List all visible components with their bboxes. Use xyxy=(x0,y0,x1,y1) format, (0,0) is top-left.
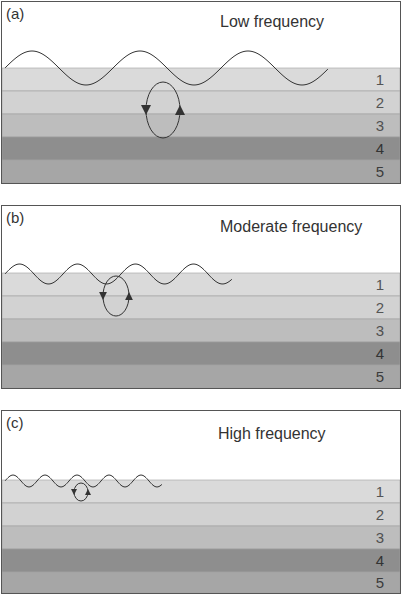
layer-number: 3 xyxy=(376,118,384,133)
layer-number: 5 xyxy=(376,164,384,179)
orbit-arrowhead xyxy=(99,292,107,300)
layer-number: 1 xyxy=(376,72,384,87)
panel-illustration xyxy=(2,475,400,593)
layer-band: 4 xyxy=(2,137,400,160)
layer-fill xyxy=(2,319,400,342)
particle-orbit xyxy=(74,483,88,501)
panel-title: High frequency xyxy=(218,425,326,443)
layer-number: 5 xyxy=(376,369,384,384)
layer-band: 1 xyxy=(2,273,400,296)
surface-wave xyxy=(5,264,232,284)
particle-orbit xyxy=(103,276,129,316)
layer-band: 4 xyxy=(2,549,400,572)
layer-fill xyxy=(2,526,400,549)
panel-letter: (b) xyxy=(6,209,24,226)
panel-letter: (a) xyxy=(6,5,24,22)
layer-number: 3 xyxy=(376,530,384,545)
layer-number: 1 xyxy=(376,277,384,292)
orbit-arrowhead xyxy=(85,489,91,495)
layer-number: 2 xyxy=(376,507,384,522)
orbit-arrowhead xyxy=(175,105,185,115)
layer-band: 5 xyxy=(2,160,400,183)
layer-fill xyxy=(2,480,400,503)
layer-fill xyxy=(2,342,400,365)
layer-fill xyxy=(2,137,400,160)
layer-fill xyxy=(2,503,400,526)
layer-number: 2 xyxy=(376,300,384,315)
layer-band: 2 xyxy=(2,91,400,114)
layer-number: 4 xyxy=(376,346,384,361)
layer-band: 2 xyxy=(2,503,400,526)
panel-title: Moderate frequency xyxy=(220,218,362,236)
panel-illustration xyxy=(2,51,400,183)
layer-band: 3 xyxy=(2,526,400,549)
layer-fill xyxy=(2,273,400,296)
panel-illustration xyxy=(2,264,400,388)
layer-band: 1 xyxy=(2,480,400,503)
layer-band: 3 xyxy=(2,114,400,137)
layer-band: 3 xyxy=(2,319,400,342)
layer-number: 4 xyxy=(376,553,384,568)
layer-number: 3 xyxy=(376,323,384,338)
layer-fill xyxy=(2,91,400,114)
layer-fill xyxy=(2,572,400,593)
figure-panel: (c) High frequency 1 2 3 4 5 xyxy=(1,410,401,594)
figure-panel: (a) Low frequency 1 2 3 4 5 xyxy=(1,1,401,184)
layer-fill xyxy=(2,365,400,388)
layer-band: 4 xyxy=(2,342,400,365)
panel-title: Low frequency xyxy=(220,13,324,31)
panel-letter: (c) xyxy=(6,414,24,431)
orbit-arrowhead xyxy=(125,292,133,300)
orbit-arrowhead xyxy=(71,489,77,495)
layer-number: 5 xyxy=(376,575,384,590)
layer-fill xyxy=(2,68,400,91)
layer-band: 5 xyxy=(2,572,400,593)
layer-fill xyxy=(2,296,400,319)
layer-number: 2 xyxy=(376,95,384,110)
layer-band: 2 xyxy=(2,296,400,319)
layer-fill xyxy=(2,549,400,572)
layer-fill xyxy=(2,160,400,183)
layer-fill xyxy=(2,114,400,137)
surface-wave xyxy=(5,475,162,487)
layer-number: 4 xyxy=(376,141,384,156)
particle-orbit xyxy=(146,82,180,138)
figure-panel: (b) Moderate frequency 1 2 3 4 5 xyxy=(1,205,401,389)
layer-band: 5 xyxy=(2,365,400,388)
layer-band: 1 xyxy=(2,68,400,91)
layer-number: 1 xyxy=(376,484,384,499)
orbit-arrowhead xyxy=(141,105,151,115)
surface-wave xyxy=(5,51,328,85)
